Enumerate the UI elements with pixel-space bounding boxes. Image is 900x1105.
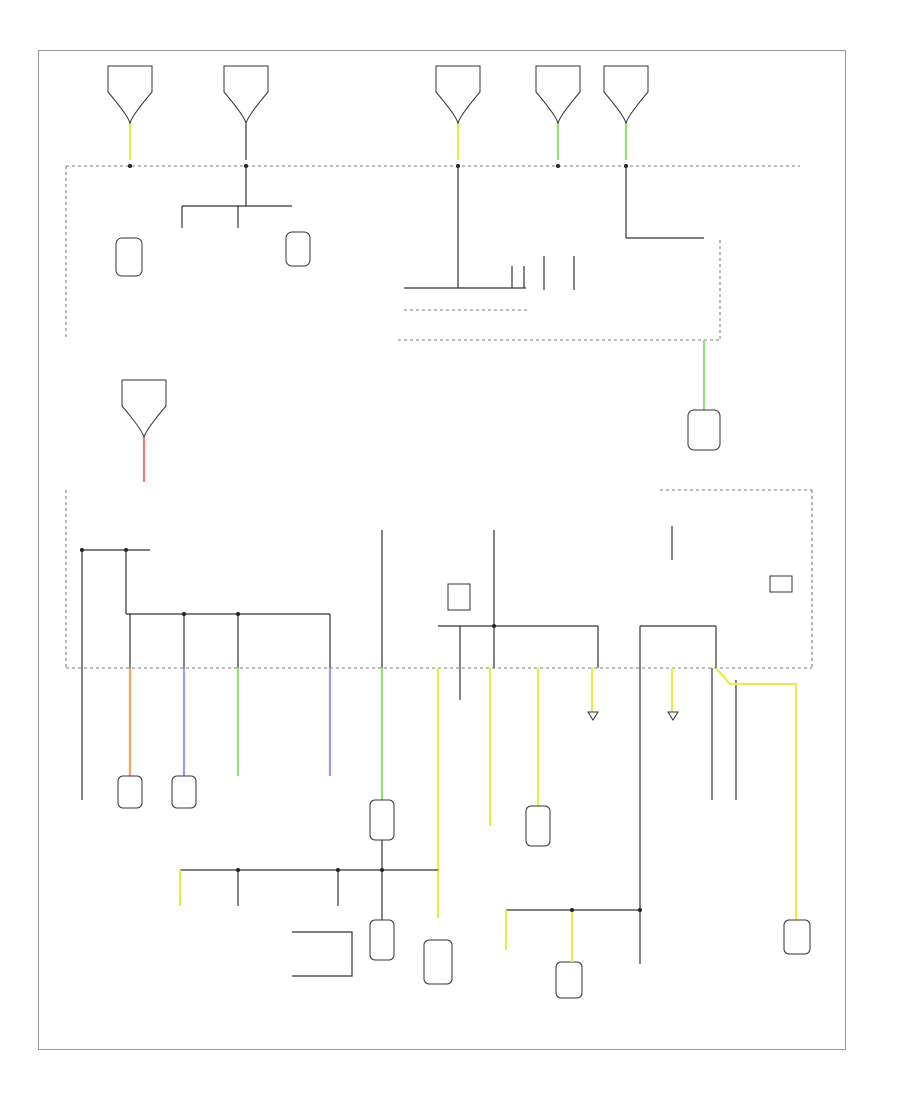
- fuse-source-4: [535, 65, 581, 125]
- right-connector: [687, 340, 721, 451]
- top-internal-circuits: [181, 166, 704, 311]
- top-components: [115, 231, 311, 277]
- top-fuse-sources: [107, 65, 649, 125]
- junction-internal-circuits: [80, 526, 793, 668]
- fuse-source-2: [223, 65, 269, 125]
- middle-fuse-source: [121, 379, 167, 482]
- fuse-source-1: [107, 65, 153, 125]
- bottom-ground-bus: [178, 840, 642, 977]
- diagram-frame: [38, 50, 846, 1050]
- top-junction-box: [65, 164, 800, 341]
- fuse-source-3: [435, 65, 481, 125]
- output-wires: [81, 667, 798, 920]
- bottom-components: [117, 711, 811, 999]
- top-feed-wires: [128, 124, 628, 160]
- fuse-source-5: [603, 65, 649, 125]
